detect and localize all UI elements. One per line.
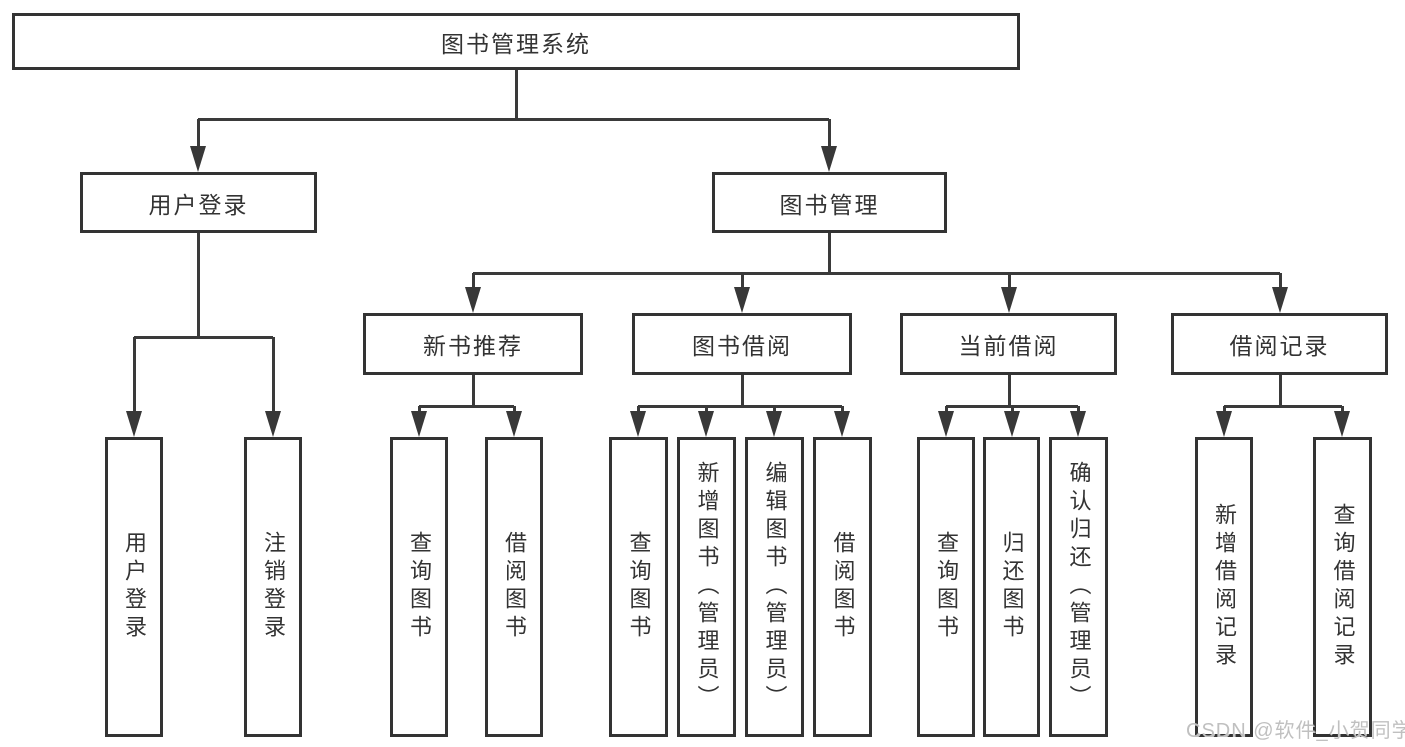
connector-line [515, 70, 518, 120]
connector-line [741, 273, 744, 289]
node-leaf-nb-query-books: 查询图书 [390, 437, 448, 737]
connector-arrow [630, 411, 646, 437]
node-leaf-br-query-record: 查询借阅记录 [1313, 437, 1372, 737]
node-leaf-cb-query-books: 查询图书 [917, 437, 975, 737]
connector-line [1279, 375, 1282, 406]
connector-arrow [1004, 411, 1020, 437]
node-leaf-bb-edit-books-admin: 编辑图书（管理员） [745, 437, 804, 737]
connector-line [419, 405, 514, 408]
connector-line [1008, 375, 1011, 406]
connector-line [418, 406, 421, 414]
connector-line [828, 119, 831, 149]
connector-line [841, 406, 844, 414]
node-leaf-bb-query-books: 查询图书 [609, 437, 668, 737]
node-leaf-br-add-record: 新增借阅记录 [1195, 437, 1253, 737]
connector-arrow [734, 287, 750, 313]
connector-arrow [411, 411, 427, 437]
node-borrow-records: 借阅记录 [1171, 313, 1388, 375]
node-leaf-cb-return-books: 归还图书 [983, 437, 1040, 737]
connector-line [1077, 406, 1080, 414]
node-leaf-user-login: 用户登录 [105, 437, 163, 737]
connector-arrow [265, 411, 281, 437]
connector-line [197, 119, 200, 149]
connector-arrow [834, 411, 850, 437]
node-book-borrow: 图书借阅 [632, 313, 852, 375]
connector-arrow [1216, 411, 1232, 437]
connector-arrow [1272, 287, 1288, 313]
connector-line [513, 406, 516, 414]
connector-line [1011, 406, 1014, 414]
connector-line [638, 405, 842, 408]
connector-line [134, 336, 273, 339]
connector-line [472, 375, 475, 406]
connector-arrow [126, 411, 142, 437]
node-new-book-rec: 新书推荐 [363, 313, 583, 375]
watermark: CSDN @软件_小贺同学 [1186, 720, 1405, 742]
connector-line [1224, 405, 1342, 408]
connector-arrow [766, 411, 782, 437]
node-leaf-bb-borrow-books: 借阅图书 [813, 437, 872, 737]
connector-line [773, 406, 776, 414]
connector-line [1341, 406, 1344, 414]
connector-line [637, 406, 640, 414]
node-book-mgmt-system: 图书管理系统 [12, 13, 1020, 70]
node-leaf-nb-borrow-books: 借阅图书 [485, 437, 543, 737]
node-leaf-logout: 注销登录 [244, 437, 302, 737]
connector-arrow [1334, 411, 1350, 437]
connector-arrow [1001, 287, 1017, 313]
connector-arrow [821, 146, 837, 172]
connector-line [473, 272, 1280, 275]
node-book-mgmt: 图书管理 [712, 172, 947, 233]
node-current-borrow: 当前借阅 [900, 313, 1117, 375]
connector-line [1279, 273, 1282, 289]
connector-line [1008, 273, 1011, 289]
connector-arrow [190, 146, 206, 172]
connector-line [133, 337, 136, 413]
node-user-login-branch: 用户登录 [80, 172, 317, 233]
connector-line [272, 337, 275, 413]
connector-arrow [506, 411, 522, 437]
connector-line [945, 406, 948, 414]
connector-line [197, 233, 200, 337]
connector-arrow [1070, 411, 1086, 437]
connector-arrow [938, 411, 954, 437]
connector-arrow [465, 287, 481, 313]
node-leaf-cb-confirm-return-admin: 确认归还（管理员） [1049, 437, 1108, 737]
connector-line [741, 375, 744, 406]
connector-arrow [698, 411, 714, 437]
node-leaf-bb-add-books-admin: 新增图书（管理员） [677, 437, 736, 737]
connector-line [828, 233, 831, 273]
connector-line [1223, 406, 1226, 414]
connector-line [198, 118, 829, 121]
connector-line [705, 406, 708, 414]
connector-line [472, 273, 475, 289]
